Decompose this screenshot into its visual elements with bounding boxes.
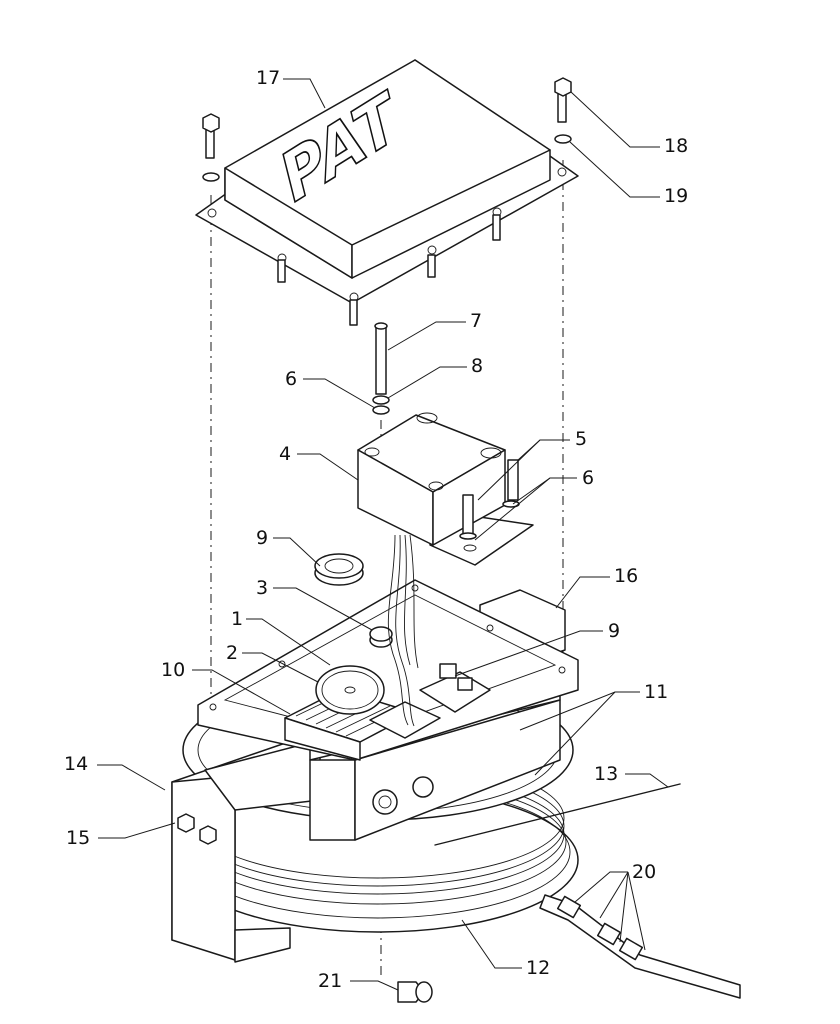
lock-washers	[202, 134, 572, 182]
electronics-module	[357, 412, 534, 566]
callout-19: 19	[664, 185, 688, 207]
leader-lines	[97, 78, 669, 991]
callout-20: 20	[632, 861, 656, 883]
callout-13: 13	[594, 763, 618, 785]
cover-assembly: PAT	[195, 59, 579, 326]
callout-1: 1	[231, 608, 243, 630]
cable-wires	[387, 534, 419, 727]
callout-4: 4	[279, 443, 291, 465]
cover-bolts	[202, 77, 572, 159]
long-bolt	[374, 322, 388, 395]
callout-9-upper: 9	[256, 527, 268, 549]
small-gear	[369, 626, 393, 648]
callout-17: 17	[256, 67, 280, 89]
callout-6-lower: 6	[582, 467, 594, 489]
sensor-board	[369, 663, 491, 739]
callout-labels: 17 18 19 7 6 8 4 5 6 9 3 16 1 9 2 10 11 …	[64, 67, 688, 992]
callout-8: 8	[471, 355, 483, 377]
callout-2: 2	[226, 642, 238, 664]
callout-9-lower: 9	[608, 620, 620, 642]
callout-5: 5	[575, 428, 587, 450]
callout-12: 12	[526, 957, 550, 979]
washers	[372, 395, 390, 415]
hose-fittings	[539, 894, 741, 999]
callout-15: 15	[66, 827, 90, 849]
large-gear	[315, 665, 385, 715]
callout-11: 11	[644, 681, 668, 703]
potentiometer-knob	[314, 553, 364, 586]
cable-line	[434, 783, 681, 846]
cable-gland	[397, 981, 433, 1003]
bracket-bolts	[177, 813, 217, 845]
callout-7: 7	[470, 310, 482, 332]
callout-3: 3	[256, 577, 268, 599]
callout-21: 21	[318, 970, 342, 992]
callout-18: 18	[664, 135, 688, 157]
callout-16: 16	[614, 565, 638, 587]
callout-14: 14	[64, 753, 88, 775]
callout-6-upper: 6	[285, 368, 297, 390]
callout-10: 10	[161, 659, 185, 681]
